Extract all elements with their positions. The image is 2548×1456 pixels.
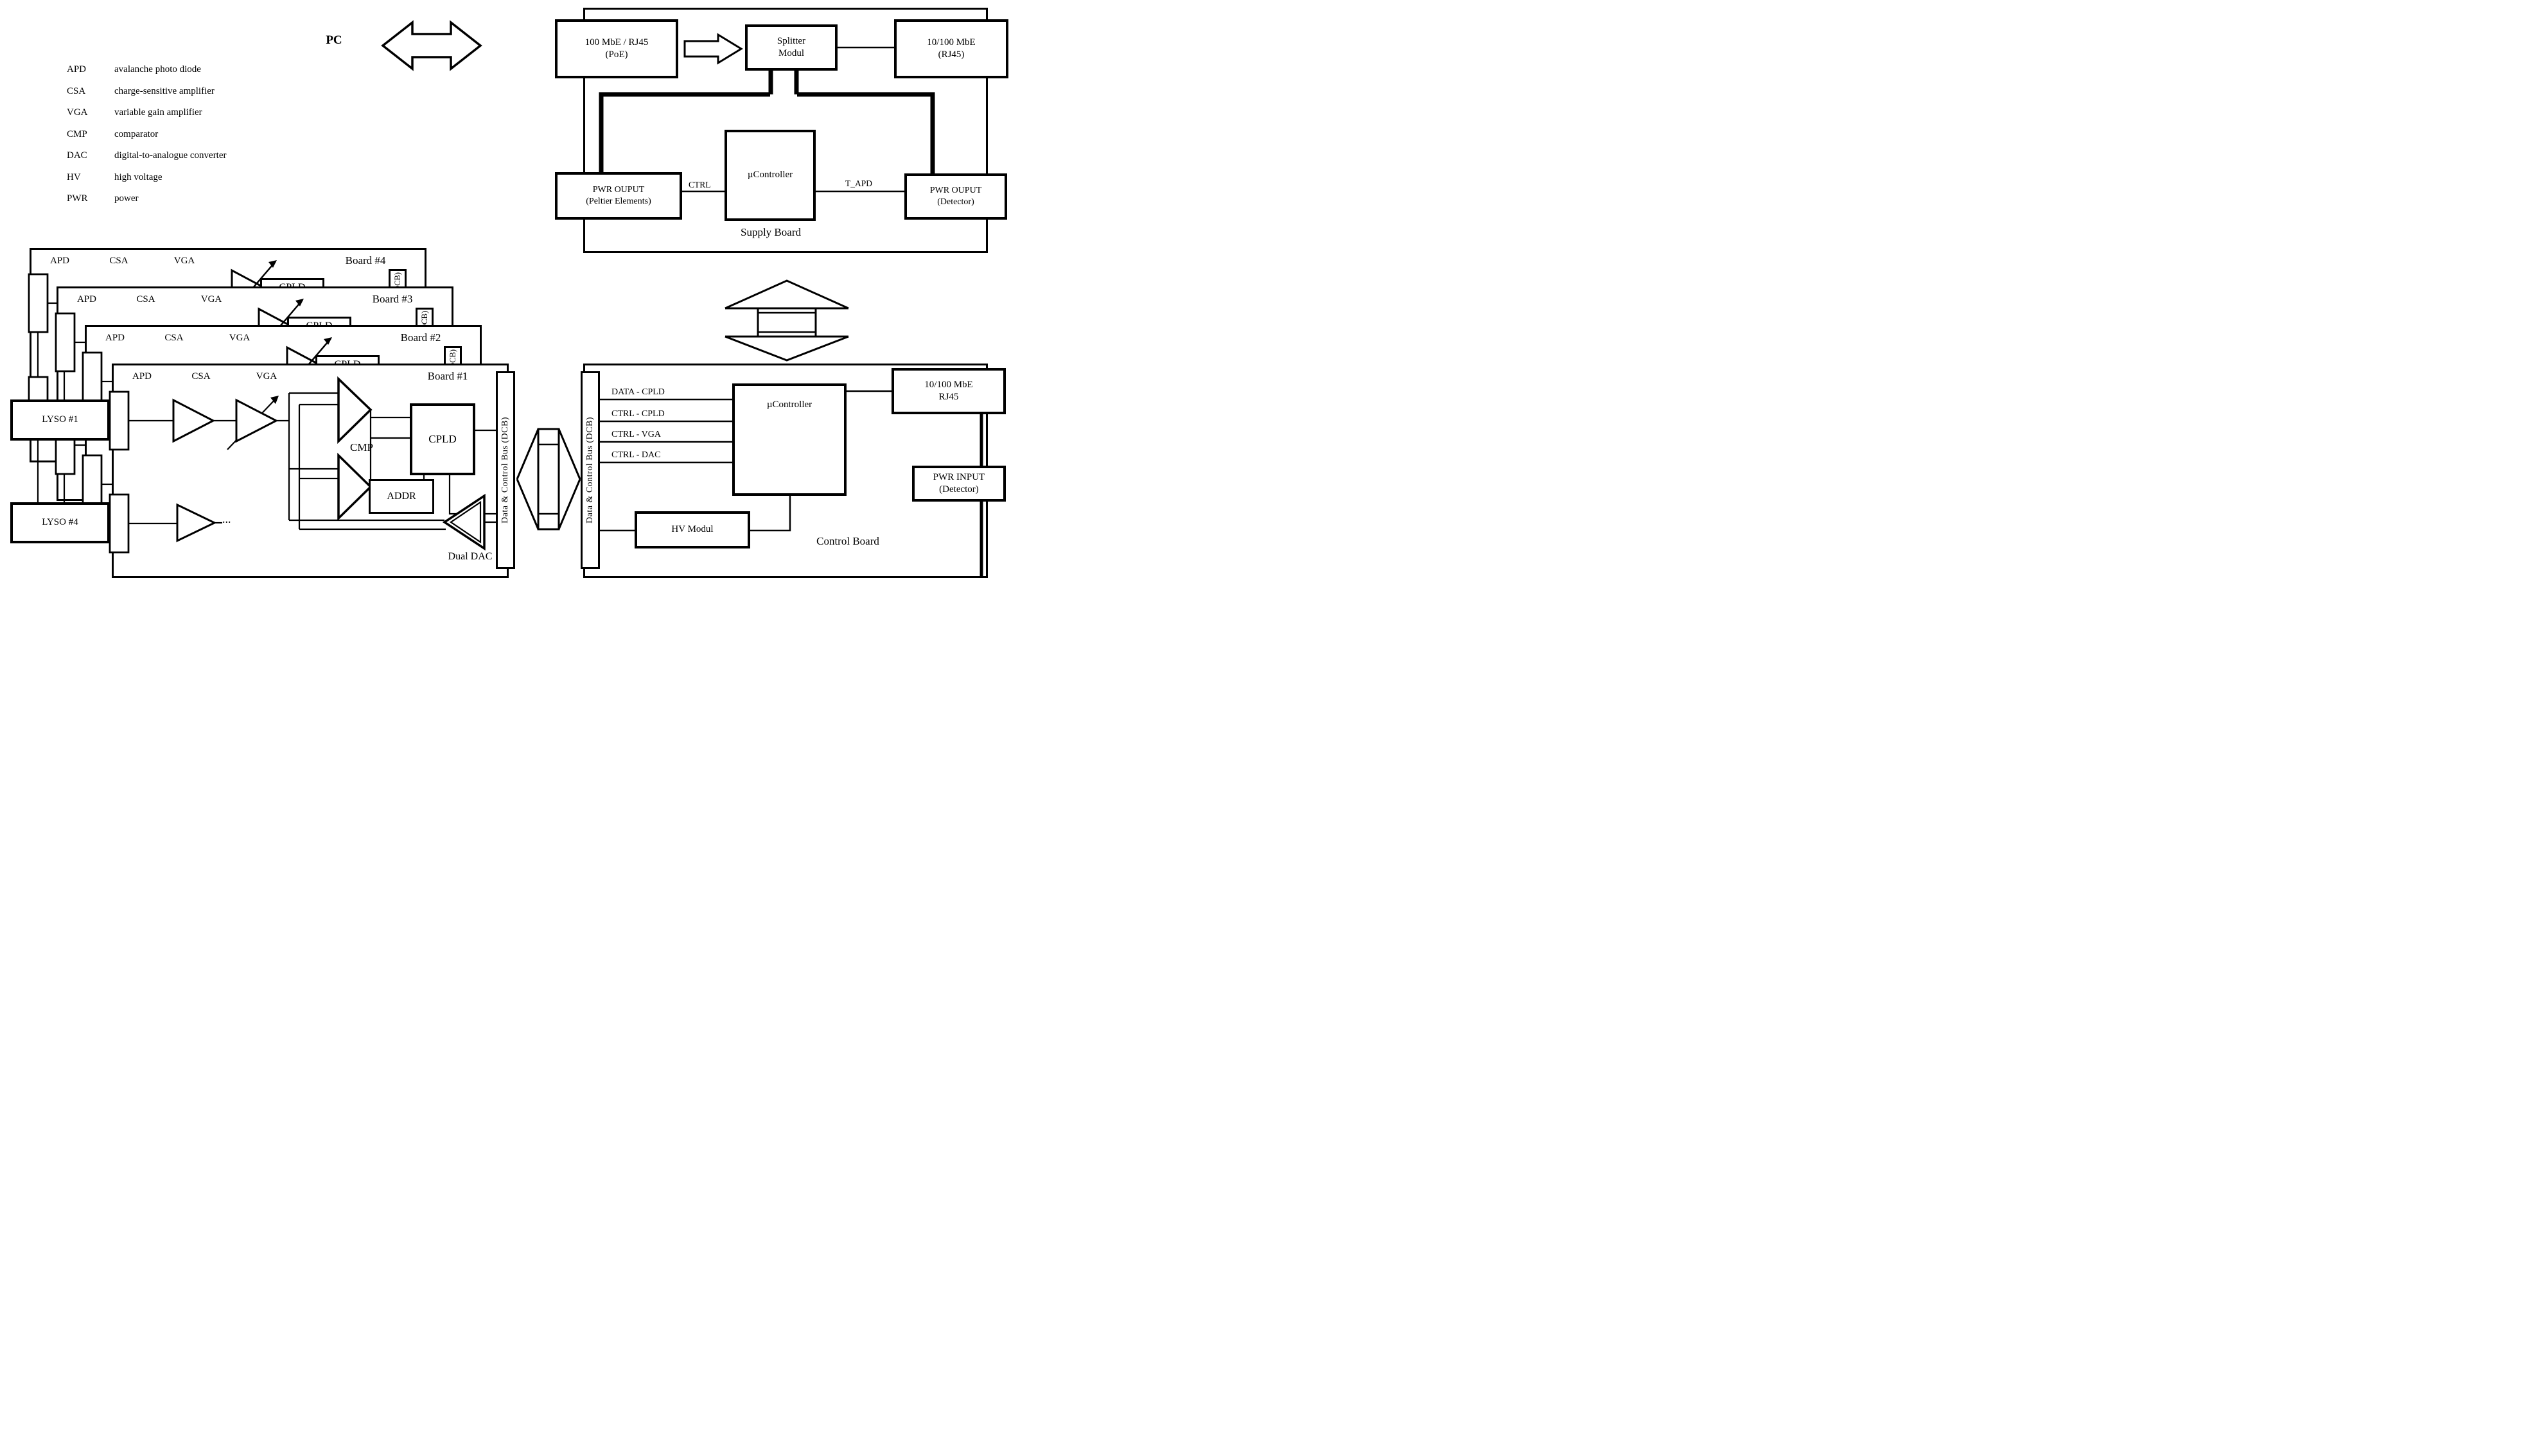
vga-label: VGA xyxy=(229,333,250,343)
legend-abbr: CMP xyxy=(67,128,87,139)
t-apd-label: T_APD xyxy=(845,179,873,188)
pwr-output-peltier-box: PWR OUPUT (Peltier Elements) xyxy=(555,172,682,220)
board-title: Board #4 xyxy=(345,254,386,267)
supply-board-frame xyxy=(583,8,988,253)
gain-arrow-head xyxy=(268,260,277,268)
vga-label: VGA xyxy=(173,256,195,266)
addr-label: ADDR xyxy=(387,490,416,502)
pc-double-arrow xyxy=(381,20,482,71)
microcontroller-label: µController xyxy=(747,170,793,180)
supply-board-title: Supply Board xyxy=(741,226,801,238)
csa-label: CSA xyxy=(191,371,211,382)
pwr-input-detector-box: PWR INPUT (Detector) xyxy=(912,466,1006,502)
cpld-label: CPLD xyxy=(428,432,457,445)
pwr-input-line2: (Detector) xyxy=(939,484,979,495)
legend-row: APD avalanche photo diode xyxy=(67,59,227,81)
csa-label: CSA xyxy=(109,256,128,266)
pwr-detector-line2: (Detector) xyxy=(937,197,974,207)
legend-def: power xyxy=(114,193,139,204)
ellipsis: ... xyxy=(222,513,231,525)
pc-label: PC xyxy=(326,33,342,47)
dcb-bar-control: Data & Control Bus (DCB) xyxy=(581,371,600,569)
pwr-input-line1: PWR INPUT xyxy=(933,471,985,482)
legend-abbr: CSA xyxy=(67,85,86,96)
legend-def: digital-to-analogue converter xyxy=(114,150,227,161)
legend-abbr: DAC xyxy=(67,150,87,161)
legend-row: HV high voltage xyxy=(67,167,227,189)
mbe-line1: 10/100 MbE xyxy=(927,37,976,48)
ctrl-label: CTRL xyxy=(689,180,711,189)
lyso1-label: LYSO #1 xyxy=(42,414,78,425)
addr-box: ADDR xyxy=(369,479,434,514)
poe-line2: (PoE) xyxy=(605,49,628,60)
lyso4-box: LYSO #4 xyxy=(10,502,110,543)
pwr-output-detector-box: PWR OUPUT (Detector) xyxy=(904,173,1007,220)
splitter-box: Splitter Modul xyxy=(745,24,838,71)
legend: APD avalanche photo diode CSA charge-sen… xyxy=(67,59,227,210)
legend-def: high voltage xyxy=(114,171,163,182)
mbe-rj45-box: 10/100 MbE (RJ45) xyxy=(894,19,1008,78)
bus-label-ctrl-cpld: CTRL - CPLD xyxy=(611,409,665,419)
vertical-double-arrow xyxy=(725,279,849,362)
apd-label: APD xyxy=(49,256,70,266)
apd-label: APD xyxy=(105,333,125,343)
control-mbe-rj45-box: 10/100 MbE RJ45 xyxy=(892,368,1006,414)
mbe-line2: (RJ45) xyxy=(938,49,965,60)
dcb-label: Data & Control Bus (DCB) xyxy=(500,417,510,523)
apd-label: APD xyxy=(132,371,152,382)
gain-arrow-head xyxy=(324,337,332,345)
board-title: Board #1 xyxy=(427,370,468,382)
legend-def: charge-sensitive amplifier xyxy=(114,85,215,96)
pwr-peltier-line1: PWR OUPUT xyxy=(592,184,645,195)
vga-label: VGA xyxy=(200,294,222,304)
legend-row: CMP comparator xyxy=(67,124,227,146)
hv-modul-label: HV Modul xyxy=(671,524,714,535)
legend-abbr: HV xyxy=(67,171,81,182)
legend-row: CSA charge-sensitive amplifier xyxy=(67,81,227,103)
bus-label-ctrl-vga: CTRL - VGA xyxy=(611,430,661,439)
supply-microcontroller-box: µController xyxy=(725,130,816,221)
poe-line1: 100 MbE / RJ45 xyxy=(584,37,649,48)
splitter-line1: Splitter xyxy=(777,35,806,46)
mbe-line2: RJ45 xyxy=(938,392,959,402)
dual-dac-label: Dual DAC xyxy=(448,551,493,562)
pwr-peltier-line2: (Peltier Elements) xyxy=(586,197,651,206)
gain-arrow-head xyxy=(295,299,304,306)
csa-label: CSA xyxy=(164,333,184,343)
control-board-title: Control Board xyxy=(816,535,879,547)
control-microcontroller-box: µController xyxy=(732,383,847,496)
legend-def: avalanche photo diode xyxy=(114,64,201,75)
pwr-detector-line1: PWR OUPUT xyxy=(929,185,982,195)
board-title: Board #2 xyxy=(400,331,441,344)
diagram-canvas: APD avalanche photo diode CSA charge-sen… xyxy=(0,0,1019,583)
mbe-line1: 10/100 MbE xyxy=(924,379,973,390)
lyso4-label: LYSO #4 xyxy=(42,517,78,528)
legend-row: PWR power xyxy=(67,188,227,210)
bus-label-ctrl-dac: CTRL - DAC xyxy=(611,450,661,460)
legend-row: VGA variable gain amplifier xyxy=(67,102,227,124)
cmp-label: CMP xyxy=(350,441,373,453)
legend-abbr: APD xyxy=(67,64,87,75)
legend-def: variable gain amplifier xyxy=(114,107,202,118)
board-title: Board #3 xyxy=(372,293,413,305)
microcontroller-label: µController xyxy=(766,399,813,410)
apd-label: APD xyxy=(76,294,97,304)
legend-abbr: VGA xyxy=(67,107,88,118)
legend-row: DAC digital-to-analogue converter xyxy=(67,145,227,167)
splitter-line2: Modul xyxy=(778,48,804,58)
lyso1-box: LYSO #1 xyxy=(10,399,110,441)
legend-def: comparator xyxy=(114,128,159,139)
hv-modul-box: HV Modul xyxy=(635,511,750,548)
poe-box: 100 MbE / RJ45 (PoE) xyxy=(555,19,678,78)
dcb-label: Data & Control Bus (DCB) xyxy=(585,417,595,523)
vga-label: VGA xyxy=(256,371,277,382)
bus-label-data-cpld: DATA - CPLD xyxy=(611,387,665,397)
dcb-bar-board: Data & Control Bus (DCB) xyxy=(496,371,515,569)
horizontal-double-arrow xyxy=(516,428,581,531)
cpld-box: CPLD xyxy=(410,403,475,475)
legend-abbr: PWR xyxy=(67,193,88,204)
csa-label: CSA xyxy=(136,294,155,304)
